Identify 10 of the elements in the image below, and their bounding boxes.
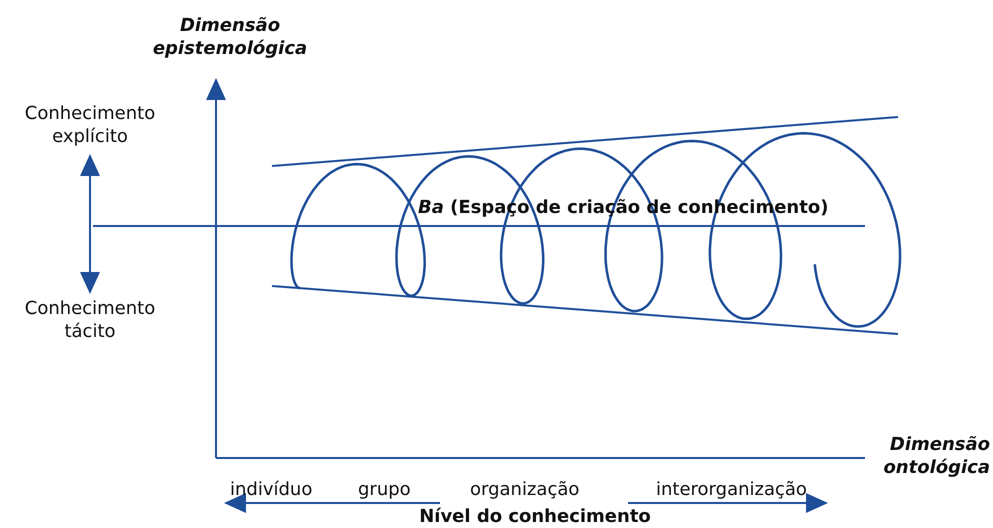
arrow: [80, 154, 100, 294]
level-label: organização: [470, 478, 580, 502]
axis-title: Dimensão ontológica: [882, 433, 990, 480]
knowledge-type-label: Conhecimento tácito: [10, 297, 170, 344]
axis-title: Nível do conhecimento: [418, 505, 652, 528]
knowledge-type-label: Conhecimento explícito: [10, 102, 170, 149]
level-label: grupo: [358, 478, 412, 502]
axis-title: Dimensão epistemológica: [152, 14, 308, 61]
level-label: indivíduo: [230, 478, 314, 502]
level-label: interorganização: [656, 478, 808, 502]
